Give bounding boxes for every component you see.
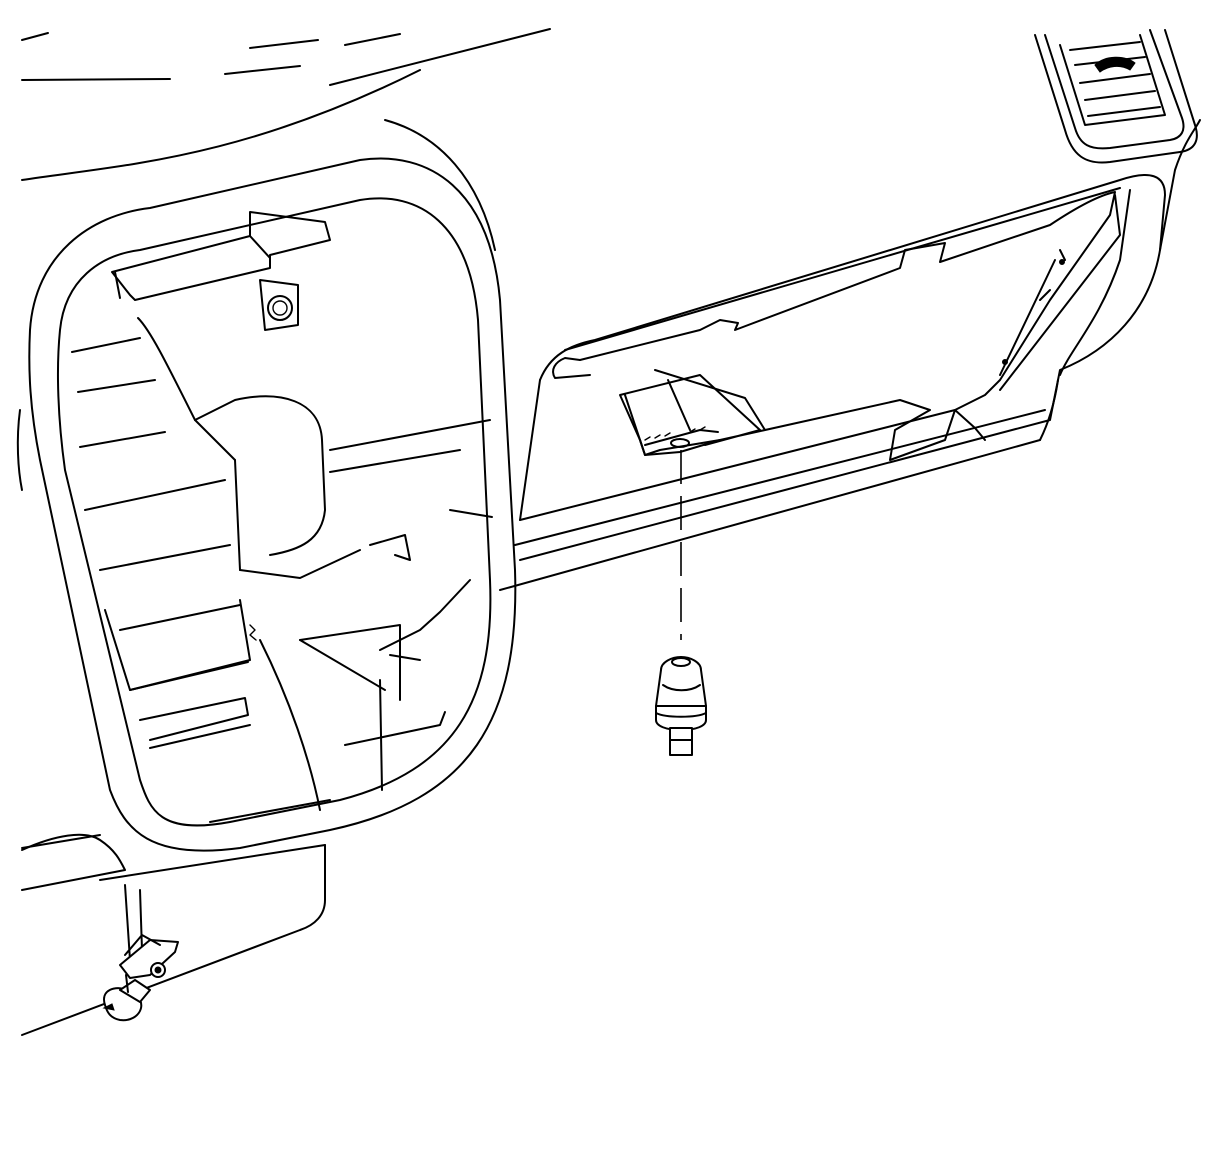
glove-box-latch-bracket — [102, 934, 179, 1022]
glove-box-interior-structure — [71, 211, 493, 823]
air-vent — [1034, 29, 1198, 164]
lower-knee-bolster — [21, 833, 326, 1036]
glove-box-stop-bumper — [655, 656, 707, 756]
bumper-mount-bracket — [624, 369, 766, 456]
glove-box-opening-frame — [16, 119, 517, 852]
instrument-panel-beam — [499, 119, 1201, 591]
upper-recess-outline — [552, 191, 1121, 461]
dash-top-contour — [21, 28, 551, 181]
